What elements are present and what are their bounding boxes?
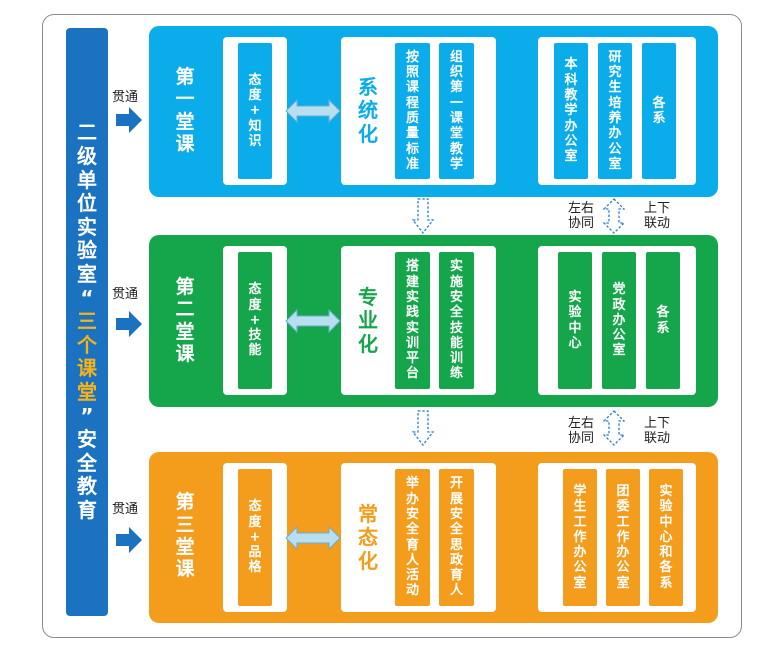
through-label-3: 贯通 — [112, 502, 139, 517]
vertical-double-arrow-icon — [603, 198, 625, 234]
double-arrow-icon — [285, 526, 341, 550]
right-arrow-icon — [116, 311, 142, 337]
tier-2-mode: 专业化 — [358, 284, 378, 356]
tier-3-unit-1: 学生工作办公室 — [563, 469, 597, 606]
double-arrow-icon — [285, 309, 341, 333]
title-part2: 安全教育 — [77, 427, 97, 522]
tier-1-label: 第一堂课 — [175, 65, 195, 155]
vertical-double-arrow-icon — [603, 410, 625, 446]
right-arrow-icon — [116, 527, 142, 553]
coordination-left-1: 左右 协同 — [568, 201, 594, 232]
title-highlight: 三个课堂 — [77, 309, 97, 404]
outer-frame — [42, 14, 742, 638]
title-quote-close: ” — [80, 403, 94, 428]
coord-right-line-2: 联动 — [644, 216, 671, 232]
double-arrow-icon — [285, 99, 341, 123]
through-label-1: 贯通 — [112, 90, 139, 105]
down-arrow-icon — [412, 198, 434, 234]
title-part1: 二级单位实验室 — [77, 120, 97, 287]
tier-1-mode: 系统化 — [358, 74, 378, 146]
coord-right-line-2: 联动 — [644, 431, 671, 447]
through-label-2: 贯通 — [112, 287, 139, 302]
coord-left-line-1: 左右 — [568, 201, 595, 216]
right-arrow-icon — [116, 107, 142, 133]
coord-right-line-1: 上下 — [644, 201, 671, 216]
vertical-title: 二级单位实验室 “ 三个课堂 ” 安全教育 — [66, 28, 108, 616]
coord-right-line-1: 上下 — [644, 416, 671, 431]
tier-3-task-1: 举办安全育人活动 — [395, 469, 430, 606]
tier-3-unit-2: 团委工作办公室 — [606, 469, 640, 606]
title-quote-open: “ — [80, 285, 94, 310]
tier-1-focus: 态度+知识 — [238, 43, 272, 179]
tier-3-focus: 态度+品格 — [238, 469, 272, 606]
coord-left-line-1: 左右 — [568, 416, 595, 431]
tier-3-unit-3: 实验中心和各系 — [649, 469, 683, 606]
down-arrow-icon — [412, 410, 434, 446]
tier-3-task-2: 开展安全思政育人 — [439, 469, 474, 606]
tier-1-unit-1: 本科教学办公室 — [554, 43, 588, 179]
tier-2-unit-2: 党政办公室 — [602, 252, 636, 389]
tier-2-task-2: 实施安全技能训练 — [439, 252, 474, 389]
tier-1-unit-2: 研究生培养办公室 — [598, 43, 632, 179]
tier-3-mode: 常态化 — [358, 501, 378, 573]
coordination-right-1: 上下 联动 — [644, 201, 670, 232]
coord-left-line-2: 协同 — [568, 216, 595, 232]
tier-2-task-1: 搭建实践实训平台 — [395, 252, 430, 389]
tier-3-label: 第三堂课 — [175, 491, 195, 581]
coordination-left-2: 左右 协同 — [568, 416, 594, 447]
tier-1-unit-3: 各系 — [642, 43, 676, 179]
tier-2-focus: 态度+技能 — [238, 252, 272, 389]
coord-left-line-2: 协同 — [568, 431, 595, 447]
tier-1-task-1: 按照课程质量标准 — [395, 43, 430, 179]
tier-2-unit-3: 各系 — [646, 252, 680, 389]
tier-1-task-2: 组织第一课堂教学 — [439, 43, 474, 179]
tier-2-label: 第二堂课 — [175, 275, 195, 365]
tier-2-unit-1: 实验中心 — [558, 252, 592, 389]
coordination-right-2: 上下 联动 — [644, 416, 670, 447]
